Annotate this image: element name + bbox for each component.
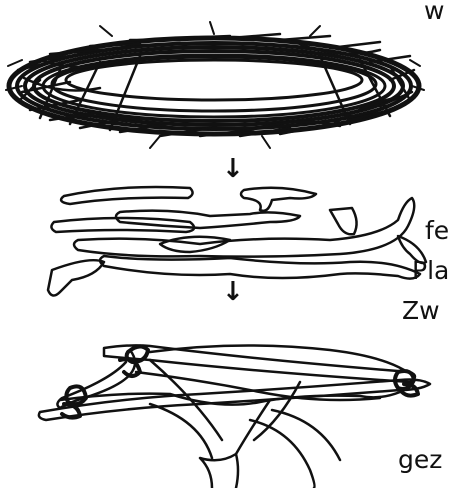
down-arrow-icon: ↓ xyxy=(222,154,244,184)
text-fragment-top: w xyxy=(424,0,444,23)
nest-illustration xyxy=(6,22,424,148)
text-fragment-line-a: fe xyxy=(425,218,449,243)
down-arrow-icon: ↓ xyxy=(222,277,244,307)
text-fragment-line-b: Pla xyxy=(412,258,449,283)
branch-platform-illustration xyxy=(39,345,430,488)
text-fragment-bottom: gez xyxy=(398,447,442,472)
text-fragment-line-c: Zw xyxy=(402,298,440,323)
